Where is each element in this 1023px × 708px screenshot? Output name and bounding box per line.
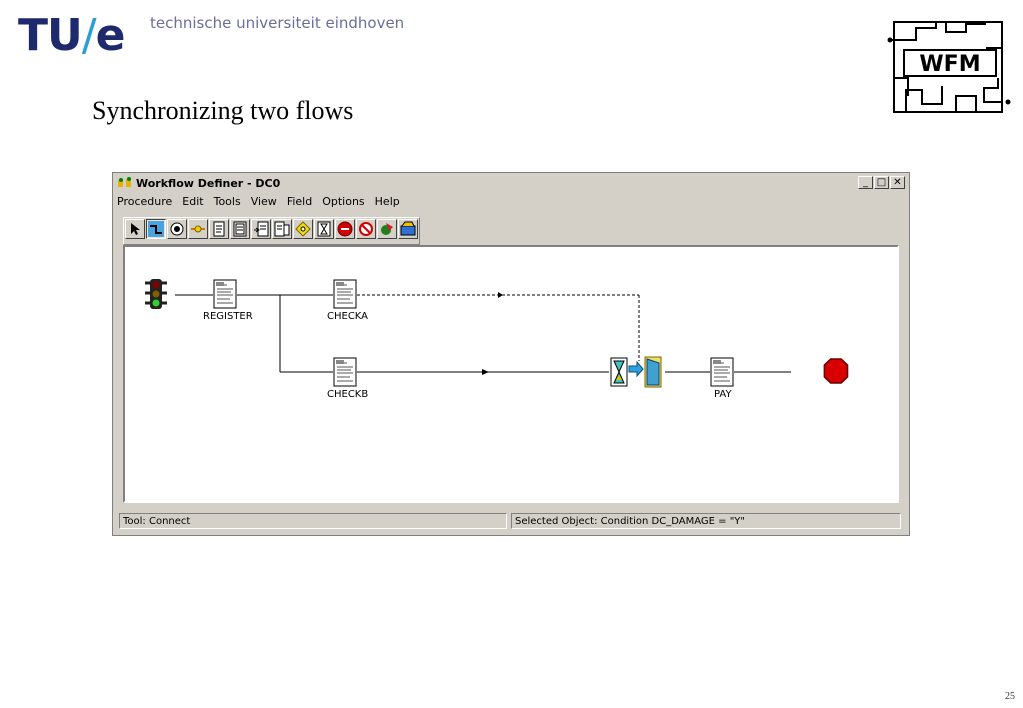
delete-icon xyxy=(359,222,373,236)
wait-hourglass-icon xyxy=(610,357,628,387)
minimize-button[interactable]: _ xyxy=(858,176,873,189)
group-icon xyxy=(400,221,416,236)
stop-icon xyxy=(337,221,353,237)
form-tool-button[interactable] xyxy=(230,219,250,239)
connect-icon xyxy=(148,221,164,237)
exit-door-icon xyxy=(628,356,662,388)
wfm-logo: WFM xyxy=(887,21,1011,113)
wait-icon xyxy=(317,221,331,237)
stop-sign-icon: STOP xyxy=(794,358,849,384)
register-label: REGISTER xyxy=(203,311,253,322)
title-bar[interactable]: Workflow Definer - DC0 _ □ ✕ xyxy=(115,175,907,191)
checka-label: CHECKA xyxy=(327,311,369,322)
checka-step-icon xyxy=(333,279,357,309)
menu-field[interactable]: Field xyxy=(286,195,313,208)
pointer-tool-button[interactable] xyxy=(125,219,145,239)
arrow-marker-checkb xyxy=(482,369,489,375)
condition-tool-button[interactable] xyxy=(188,219,208,239)
stop-sign-label: STOP xyxy=(794,368,821,378)
step-icon xyxy=(213,221,225,237)
menu-tools[interactable]: Tools xyxy=(213,195,241,208)
decision-icon xyxy=(295,221,311,237)
register-step-icon xyxy=(213,279,237,309)
window-title: Workflow Definer - DC0 xyxy=(136,176,281,190)
status-bar: Tool: Connect Selected Object: Condition… xyxy=(119,513,903,531)
script-tool-button[interactable] xyxy=(272,219,292,239)
pay-step-icon xyxy=(710,357,734,387)
subprocedure-tool-button[interactable] xyxy=(251,219,271,239)
menu-options[interactable]: Options xyxy=(322,195,365,208)
decision-tool-button[interactable] xyxy=(293,219,313,239)
script-icon xyxy=(274,221,290,237)
logo-e: e xyxy=(95,10,126,61)
start-tool-button[interactable] xyxy=(167,219,187,239)
connect-tool-button[interactable] xyxy=(146,219,166,239)
status-selected-object: Selected Object: Condition DC_DAMAGE = "… xyxy=(511,513,901,529)
workflow-canvas[interactable]: STOP REGISTER CHECKA CHECKB PAY xyxy=(123,245,899,503)
menu-edit[interactable]: Edit xyxy=(182,195,204,208)
form-icon xyxy=(233,221,247,237)
wfm-logo-text: WFM xyxy=(919,52,980,77)
subprocedure-icon xyxy=(254,221,269,237)
tue-logo: TU/e xyxy=(18,14,125,58)
maximize-button[interactable]: □ xyxy=(874,176,889,189)
event-tool-button[interactable] xyxy=(377,219,397,239)
wait-tool-button[interactable] xyxy=(314,219,334,239)
slide-title: Synchronizing two flows xyxy=(92,96,354,125)
step-tool-button[interactable] xyxy=(209,219,229,239)
checkb-step-icon xyxy=(333,357,357,387)
event-icon xyxy=(381,223,393,235)
workflow-definer-window: Workflow Definer - DC0 _ □ ✕ Procedure E… xyxy=(112,172,910,536)
menu-bar: Procedure Edit Tools View Field Options … xyxy=(117,195,400,208)
pay-label: PAY xyxy=(714,389,732,400)
checkb-label: CHECKB xyxy=(327,389,369,400)
condition-icon xyxy=(191,225,205,233)
status-tool: Tool: Connect xyxy=(119,513,507,529)
pointer-icon xyxy=(131,223,140,235)
app-icon xyxy=(118,177,131,187)
close-button[interactable]: ✕ xyxy=(890,176,905,189)
menu-procedure[interactable]: Procedure xyxy=(117,195,173,208)
start-icon xyxy=(170,222,184,236)
stop-tool-button[interactable] xyxy=(335,219,355,239)
delete-tool-button[interactable] xyxy=(356,219,376,239)
arrow-marker-checka xyxy=(498,292,503,298)
group-tool-button[interactable] xyxy=(398,219,418,239)
workflow-diagram: STOP xyxy=(145,279,849,388)
menu-help[interactable]: Help xyxy=(374,195,400,208)
toolbar xyxy=(123,217,420,245)
menu-view[interactable]: View xyxy=(250,195,277,208)
start-traffic-light-icon xyxy=(145,279,167,309)
logo-tu: TU xyxy=(18,10,83,61)
university-name: technische universiteit eindhoven xyxy=(150,14,405,32)
page-number: 25 xyxy=(1005,691,1015,702)
logo-slash: / xyxy=(81,10,97,61)
